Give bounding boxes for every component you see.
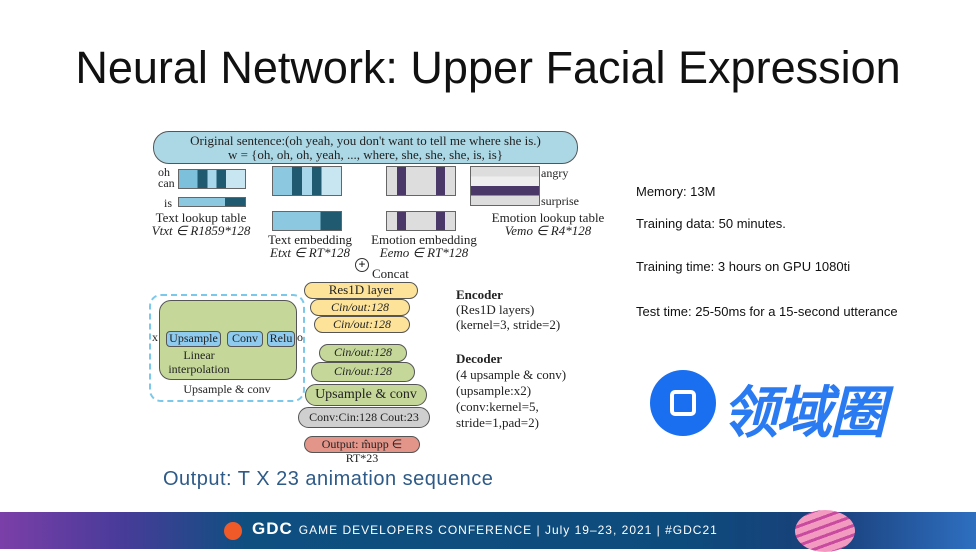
word-can: can: [158, 176, 175, 190]
decoder-detail-1: (4 upsample & conv): [456, 367, 567, 382]
word-is: is: [164, 196, 173, 210]
note-test-time: Test time: 25-50ms for a 15-second utter…: [636, 304, 898, 319]
emotion-embedding-matrix: [386, 166, 456, 196]
decoder-detail-2: (upsample:x2): [456, 383, 532, 398]
emotion-embedding-matrix-2: [386, 211, 456, 231]
decoder-detail-3: (conv:kernel=5,: [456, 399, 539, 414]
gdc-footer-banner: GDC GAME DEVELOPERS CONFERENCE | July 19–…: [0, 510, 976, 552]
decoder-detail-4: stride=1,pad=2): [456, 415, 539, 430]
encoder-detail-1: (Res1D layers): [456, 302, 535, 317]
decoder-layer-2: Cin/out:128: [311, 362, 415, 382]
word-list: w = {oh, oh, oh, yeah, ..., where, she, …: [227, 147, 504, 162]
watermark-logo: 领域圈: [650, 370, 940, 444]
watermark-text: 领域圈: [722, 381, 886, 444]
note-training-data: Training data: 50 minutes.: [636, 216, 786, 231]
text-lookup-label: Text lookup table: [155, 210, 247, 225]
gdc-logo: GDC: [252, 519, 293, 538]
conference-text: GAME DEVELOPERS CONFERENCE | July 19–23,…: [298, 523, 718, 537]
inset-output: o: [297, 330, 303, 344]
decoder-label: Decoder: [456, 351, 503, 366]
text-lookup-matrix: [178, 169, 246, 189]
text-lookup-row-is: [178, 197, 246, 207]
note-training-time: Training time: 3 hours on GPU 1080ti: [636, 259, 851, 274]
upsample-conv-layer: Upsample & conv: [305, 384, 427, 406]
inset-conv: Conv: [227, 331, 263, 347]
emotion-lookup-label: Emotion lookup table: [491, 210, 605, 225]
text-lookup-math: Vtxt ∈ R1859*128: [151, 223, 251, 238]
planet-decoration: [795, 510, 855, 552]
label-surprise: surprise: [541, 194, 579, 208]
inset-upsample: Upsample: [166, 331, 221, 347]
encoder-layer-1: Cin/out:128: [310, 299, 410, 316]
inset-title: Upsample & conv: [183, 382, 271, 396]
res1d-layer: Res1D layer: [304, 282, 418, 299]
note-memory: Memory: 13M: [636, 184, 716, 199]
encoder-label: Encoder: [456, 287, 503, 302]
upsample-conv-inset: x Upsample Conv Relu o Linear interpolat…: [149, 294, 305, 402]
text-embedding-label: Text embedding: [268, 232, 352, 247]
output-layer: Output: m̂upp ∈ RT*23: [304, 436, 420, 465]
text-embedding-matrix: [272, 166, 342, 196]
encoder-detail-2: (kernel=3, stride=2): [456, 317, 561, 332]
concat-label: Concat: [372, 266, 409, 281]
sentence-box: Original sentence:(oh yeah, you don't wa…: [153, 131, 578, 164]
concat-icon: +: [355, 258, 369, 272]
inset-relu: Relu: [267, 331, 295, 347]
gdc-dot-icon: [224, 522, 242, 540]
conv-layer: Conv:Cin:128 Cout:23: [298, 407, 430, 428]
emotion-lookup-matrix: [470, 166, 540, 206]
decoder-layer-1: Cin/out:128: [319, 344, 407, 362]
emotion-embedding-label: Emotion embedding: [371, 232, 477, 247]
sentence-text: Original sentence:(oh yeah, you don't wa…: [190, 133, 541, 148]
inset-linear-label: Linear interpolation: [168, 348, 230, 376]
word-oh: oh: [158, 165, 170, 179]
emotion-lookup-math: Vemo ∈ R4*128: [504, 223, 592, 238]
text-embedding-math: Etxt ∈ RT*128: [270, 245, 350, 260]
encoder-layer-2: Cin/out:128: [314, 316, 410, 333]
label-angry: angry: [541, 166, 569, 180]
text-embedding-matrix-2: [272, 211, 342, 231]
inset-input: x: [152, 330, 158, 344]
output-caption: Output: T X 23 animation sequence: [163, 468, 494, 490]
emotion-embedding-math: Eemo ∈ RT*128: [379, 245, 469, 260]
slide-title: Neural Network: Upper Facial Expression: [75, 42, 901, 93]
